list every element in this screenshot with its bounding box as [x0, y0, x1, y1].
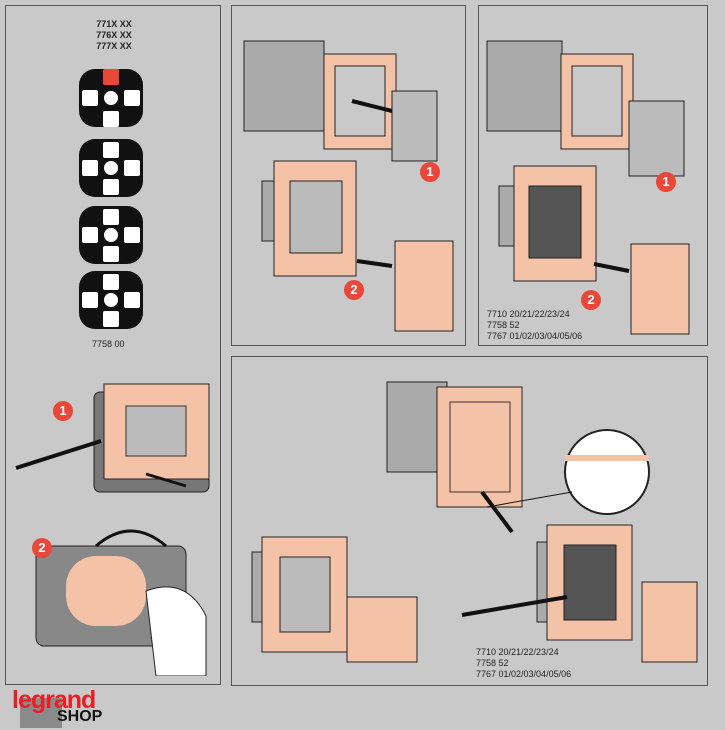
step-badge: 2: [581, 290, 601, 310]
compatible-codes: 7710 20/21/22/23/24 7758 52 7767 01/02/0…: [476, 647, 571, 680]
compatible-codes: 7710 20/21/22/23/24 7758 52 7767 01/02/0…: [487, 309, 582, 342]
shutter-scene-icon: [79, 206, 143, 264]
top-middle-panel: 1 2: [231, 5, 466, 346]
install-frame-illustration: [243, 40, 454, 332]
code: 7710 20/21/22/23/24: [476, 647, 559, 657]
media-scene-icon: [79, 271, 143, 329]
code: 7767 01/02/03/04/05/06: [476, 669, 572, 679]
logo-backdrop: [20, 698, 62, 728]
step-badge: 2: [32, 538, 52, 558]
step-badge: 1: [656, 172, 676, 192]
model-code: 776X XX: [96, 30, 132, 40]
legrand-shop-logo[interactable]: legrand SHOP: [12, 686, 102, 728]
code: 7710 20/21/22/23/24: [487, 309, 570, 319]
model-code: 771X XX: [96, 19, 132, 29]
code: 7758 52: [476, 658, 509, 668]
logo-brand: legrand: [12, 686, 96, 714]
light-scene-icon: [79, 69, 143, 127]
remove-frame-illustration: [251, 381, 698, 663]
remove-cover-illustration: [15, 383, 210, 676]
model-list: 771X XX 776X XX 777X XX: [66, 19, 162, 52]
left-panel: 771X XX 776X XX 777X XX 7758 00 1 2: [5, 5, 221, 685]
step-badge: 1: [420, 162, 440, 182]
code: 7767 01/02/03/04/05/06: [487, 331, 583, 341]
install-frame-illustration: [486, 40, 690, 335]
product-code: 7758 00: [92, 339, 125, 349]
step-badge: 2: [344, 280, 364, 300]
logo-sub: SHOP: [57, 708, 103, 725]
top-right-panel: 1 2 7710 20/21/22/23/24 7758 52 7767 01/…: [478, 5, 708, 346]
climate-scene-icon: [79, 139, 143, 197]
model-code: 777X XX: [96, 41, 132, 51]
step-badge: 1: [53, 401, 73, 421]
bottom-panel: 7710 20/21/22/23/24 7758 52 7767 01/02/0…: [231, 356, 708, 686]
code: 7758 52: [487, 320, 520, 330]
